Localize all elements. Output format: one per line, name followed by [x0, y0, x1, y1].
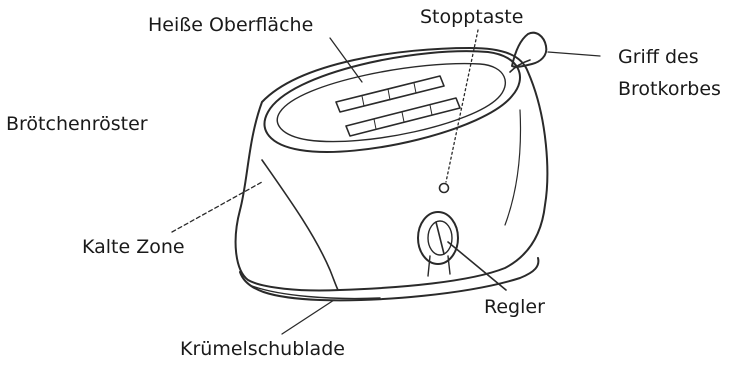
toaster-body-outline: [236, 48, 548, 291]
slot-2-divider-1: [374, 119, 376, 129]
leader-basket-handle: [548, 52, 600, 56]
label-cool-zone: Kalte Zone: [82, 236, 185, 258]
slot-1-divider-3: [414, 83, 416, 93]
slot-1-divider-2: [388, 89, 390, 100]
front-contour: [505, 110, 520, 225]
slot-2-divider-3: [430, 105, 432, 115]
stop-button-shape: [440, 184, 449, 193]
slot-1-divider-1: [362, 96, 364, 106]
slot-2-divider-2: [402, 112, 404, 122]
leader-cool-zone: [172, 182, 262, 232]
toast-slot-1: [336, 76, 444, 112]
label-bread-basket-handle-line1: Griff des: [618, 46, 699, 68]
control-knob-grip: [436, 222, 444, 254]
leader-stop-button: [446, 30, 478, 182]
leader-controller: [448, 242, 506, 290]
control-knob-stem: [428, 256, 450, 276]
label-stop-button: Stopptaste: [420, 6, 523, 28]
bread-basket-handle: [512, 33, 546, 67]
label-hot-surface: Heiße Oberfläche: [148, 14, 313, 36]
label-controller: Regler: [484, 296, 545, 318]
leader-crumb-tray: [282, 300, 334, 334]
top-rim-inner: [277, 64, 505, 142]
label-bread-basket-handle-line2: Brotkorbes: [618, 78, 721, 100]
label-bun-warmer: Brötchenröster: [6, 113, 148, 135]
side-panel-curve: [262, 160, 338, 290]
label-crumb-tray: Krümelschublade: [180, 338, 345, 360]
